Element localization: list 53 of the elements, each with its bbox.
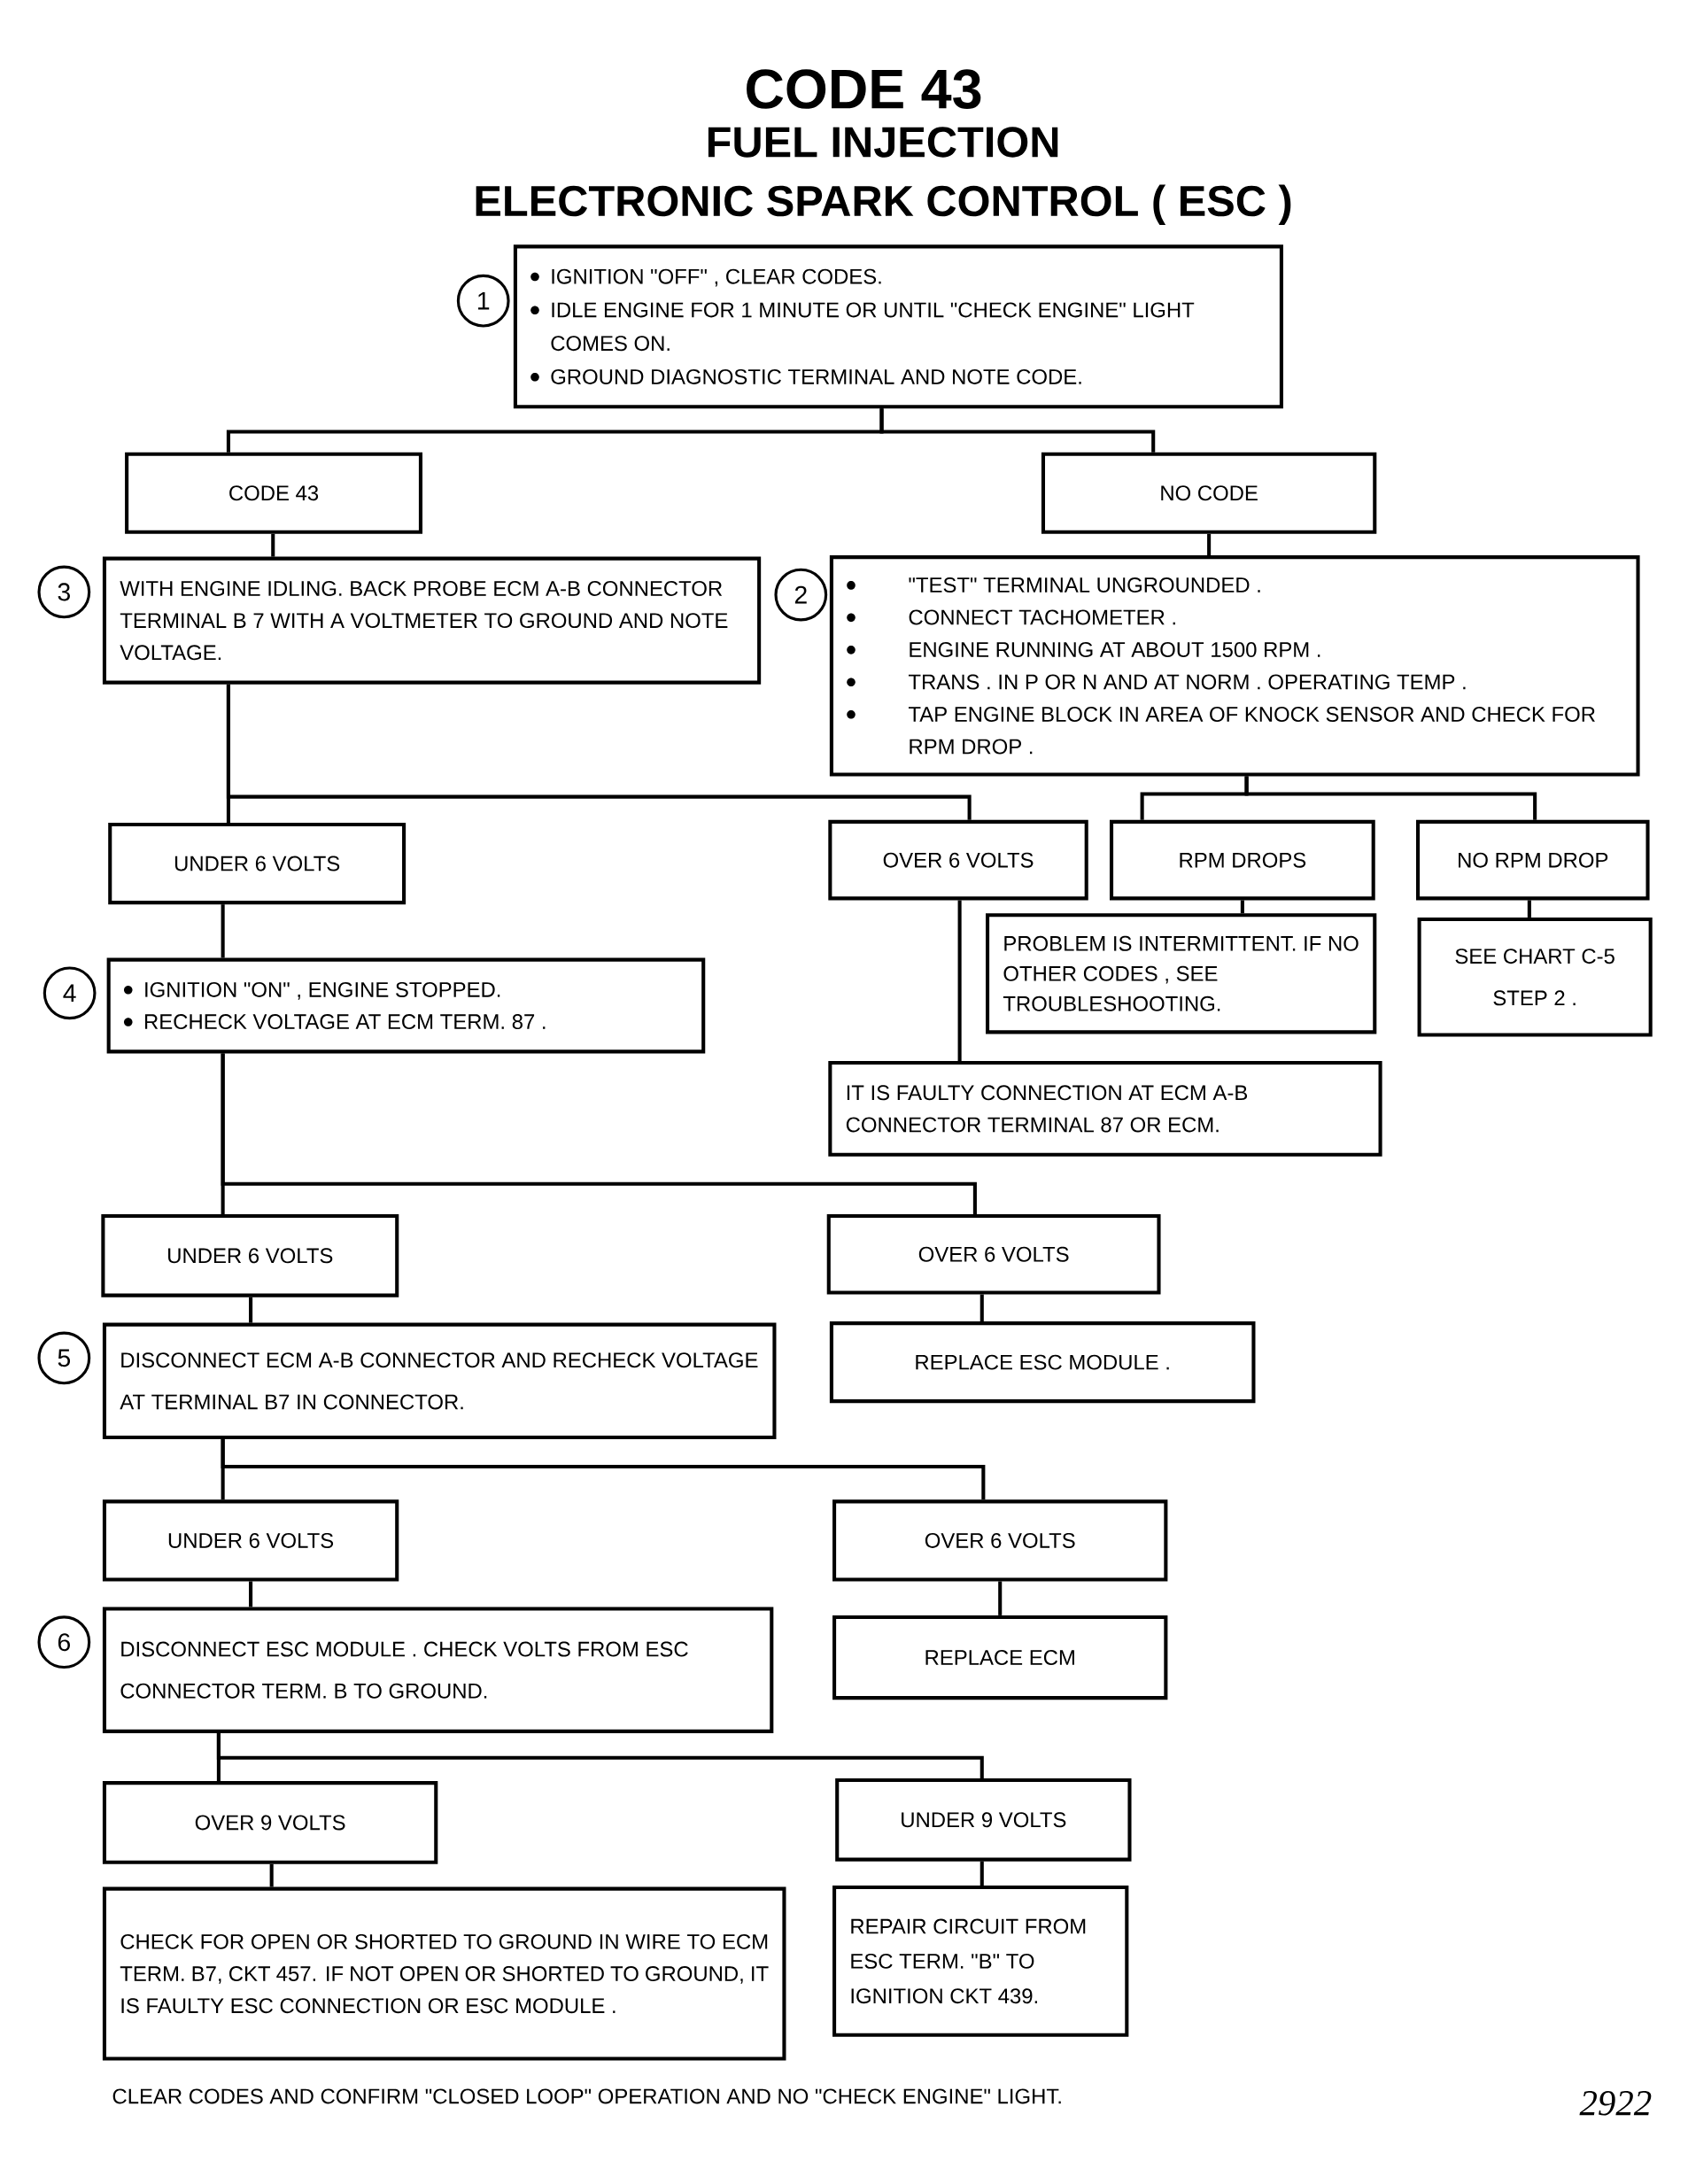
connector-line <box>980 1294 984 1322</box>
callout-number: 3 <box>37 565 91 619</box>
callout-number: 6 <box>37 1615 91 1669</box>
connector-line <box>998 1581 1003 1615</box>
connector-line <box>226 684 972 820</box>
connector-line <box>1240 900 1244 914</box>
footer-note: CLEAR CODES AND CONFIRM "CLOSED LOOP" OPERATION AND NO "CHECK ENGINE" LIGHT. <box>112 2088 1061 2104</box>
connector-line <box>1207 533 1212 556</box>
callout-number: 2 <box>774 568 828 622</box>
connector-line <box>248 1297 253 1323</box>
process-box: NO CODE <box>1041 452 1377 534</box>
process-box: CHECK FOR OPEN OR SHORTED TO GROUND IN WIRE TO ECM TERM. B7, CKT 457. IF NOT OPEN OR SHORTED TO GROUND, IT IS FAULTY ESC CONNECTION OR ESC MODULE . <box>102 1886 786 2061</box>
process-box: CODE 43 <box>125 452 422 534</box>
connector-line <box>957 900 962 1061</box>
process-box: UNDER 9 VOLTS <box>835 1777 1132 1862</box>
process-box: RPM DROPS <box>1109 819 1375 901</box>
connector-line <box>248 1581 253 1607</box>
connector-line <box>879 408 1156 453</box>
process-box: DISCONNECT ECM A-B CONNECTOR AND RECHECK VOLTAGE AT TERMINAL B7 IN CONNECTOR. <box>102 1322 777 1440</box>
process-box: "TEST" TERMINAL UNGROUNDED . CONNECT TACHOMETER . ENGINE RUNNING AT ABOUT 1500 RPM . TRANS . IN P OR N AND AT NORM . OPERATING TEMP . TAP ENGINE BLOCK IN AREA OF KNOCK SENSOR AND CHECK FOR RPM DROP . <box>829 555 1640 777</box>
process-box: UNDER 6 VOLTS <box>102 1499 399 1582</box>
process-box: IT IS FAULTY CONNECTION AT ECM A-B CONNECTOR TERMINAL 87 OR ECM. <box>828 1060 1382 1157</box>
process-box: NO RPM DROP <box>1415 819 1650 901</box>
process-box: OVER 6 VOLTS <box>832 1499 1168 1582</box>
connector-line <box>216 1732 984 1778</box>
connector-line <box>221 904 225 958</box>
process-box: REPAIR CIRCUIT FROM ESC TERM. "B" TO IGNITION CKT 439. <box>832 1886 1129 2037</box>
connector-line <box>271 533 275 557</box>
process-box: OVER 6 VOLTS <box>826 1213 1161 1295</box>
title: CODE 43 <box>747 69 981 109</box>
process-box: SEE CHART C-5 STEP 2 . <box>1417 917 1653 1037</box>
callout-number: 4 <box>43 966 97 1020</box>
connector-line <box>269 1863 274 1887</box>
process-box: UNDER 6 VOLTS <box>101 1213 399 1297</box>
page-number: 2922 <box>1579 2091 1652 2116</box>
connector-line <box>980 1861 984 1886</box>
connector-line <box>221 1439 986 1500</box>
process-box: WITH ENGINE IDLING. BACK PROBE ECM A-B CONNECTOR TERMINAL B 7 WITH A VOLTMETER TO GROUND AND NOTE VOLTAGE. <box>102 556 762 685</box>
process-box: REPLACE ESC MODULE . <box>829 1321 1256 1404</box>
connector-line <box>1244 776 1537 820</box>
process-box: DISCONNECT ESC MODULE . CHECK VOLTS FROM ESC CONNECTOR TERM. B TO GROUND. <box>102 1607 774 1733</box>
process-box: UNDER 6 VOLTS <box>108 823 407 905</box>
process-box: OVER 6 VOLTS <box>828 819 1088 901</box>
connector-line <box>221 1053 977 1214</box>
callout-number: 5 <box>37 1331 91 1385</box>
process-box: IGNITION "ON" , ENGINE STOPPED. RECHECK VOLTAGE AT ECM TERM. 87 . <box>106 957 706 1054</box>
connector-line <box>1527 900 1531 918</box>
process-box: PROBLEM IS INTERMITTENT. IF NO OTHER CODES , SEE TROUBLESHOOTING. <box>985 913 1377 1034</box>
process-box: OVER 9 VOLTS <box>102 1781 438 1864</box>
process-box: REPLACE ECM <box>832 1615 1168 1700</box>
process-box: IGNITION "OFF" , CLEAR CODES. IDLE ENGINE FOR 1 MINUTE OR UNTIL "CHECK ENGINE" LIGHT COMES ON. GROUND DIAGNOSTIC TERMINAL AND NOTE CODE. <box>513 244 1283 409</box>
callout-number: 1 <box>456 274 510 328</box>
subtitle: FUEL INJECTION <box>708 127 1058 158</box>
